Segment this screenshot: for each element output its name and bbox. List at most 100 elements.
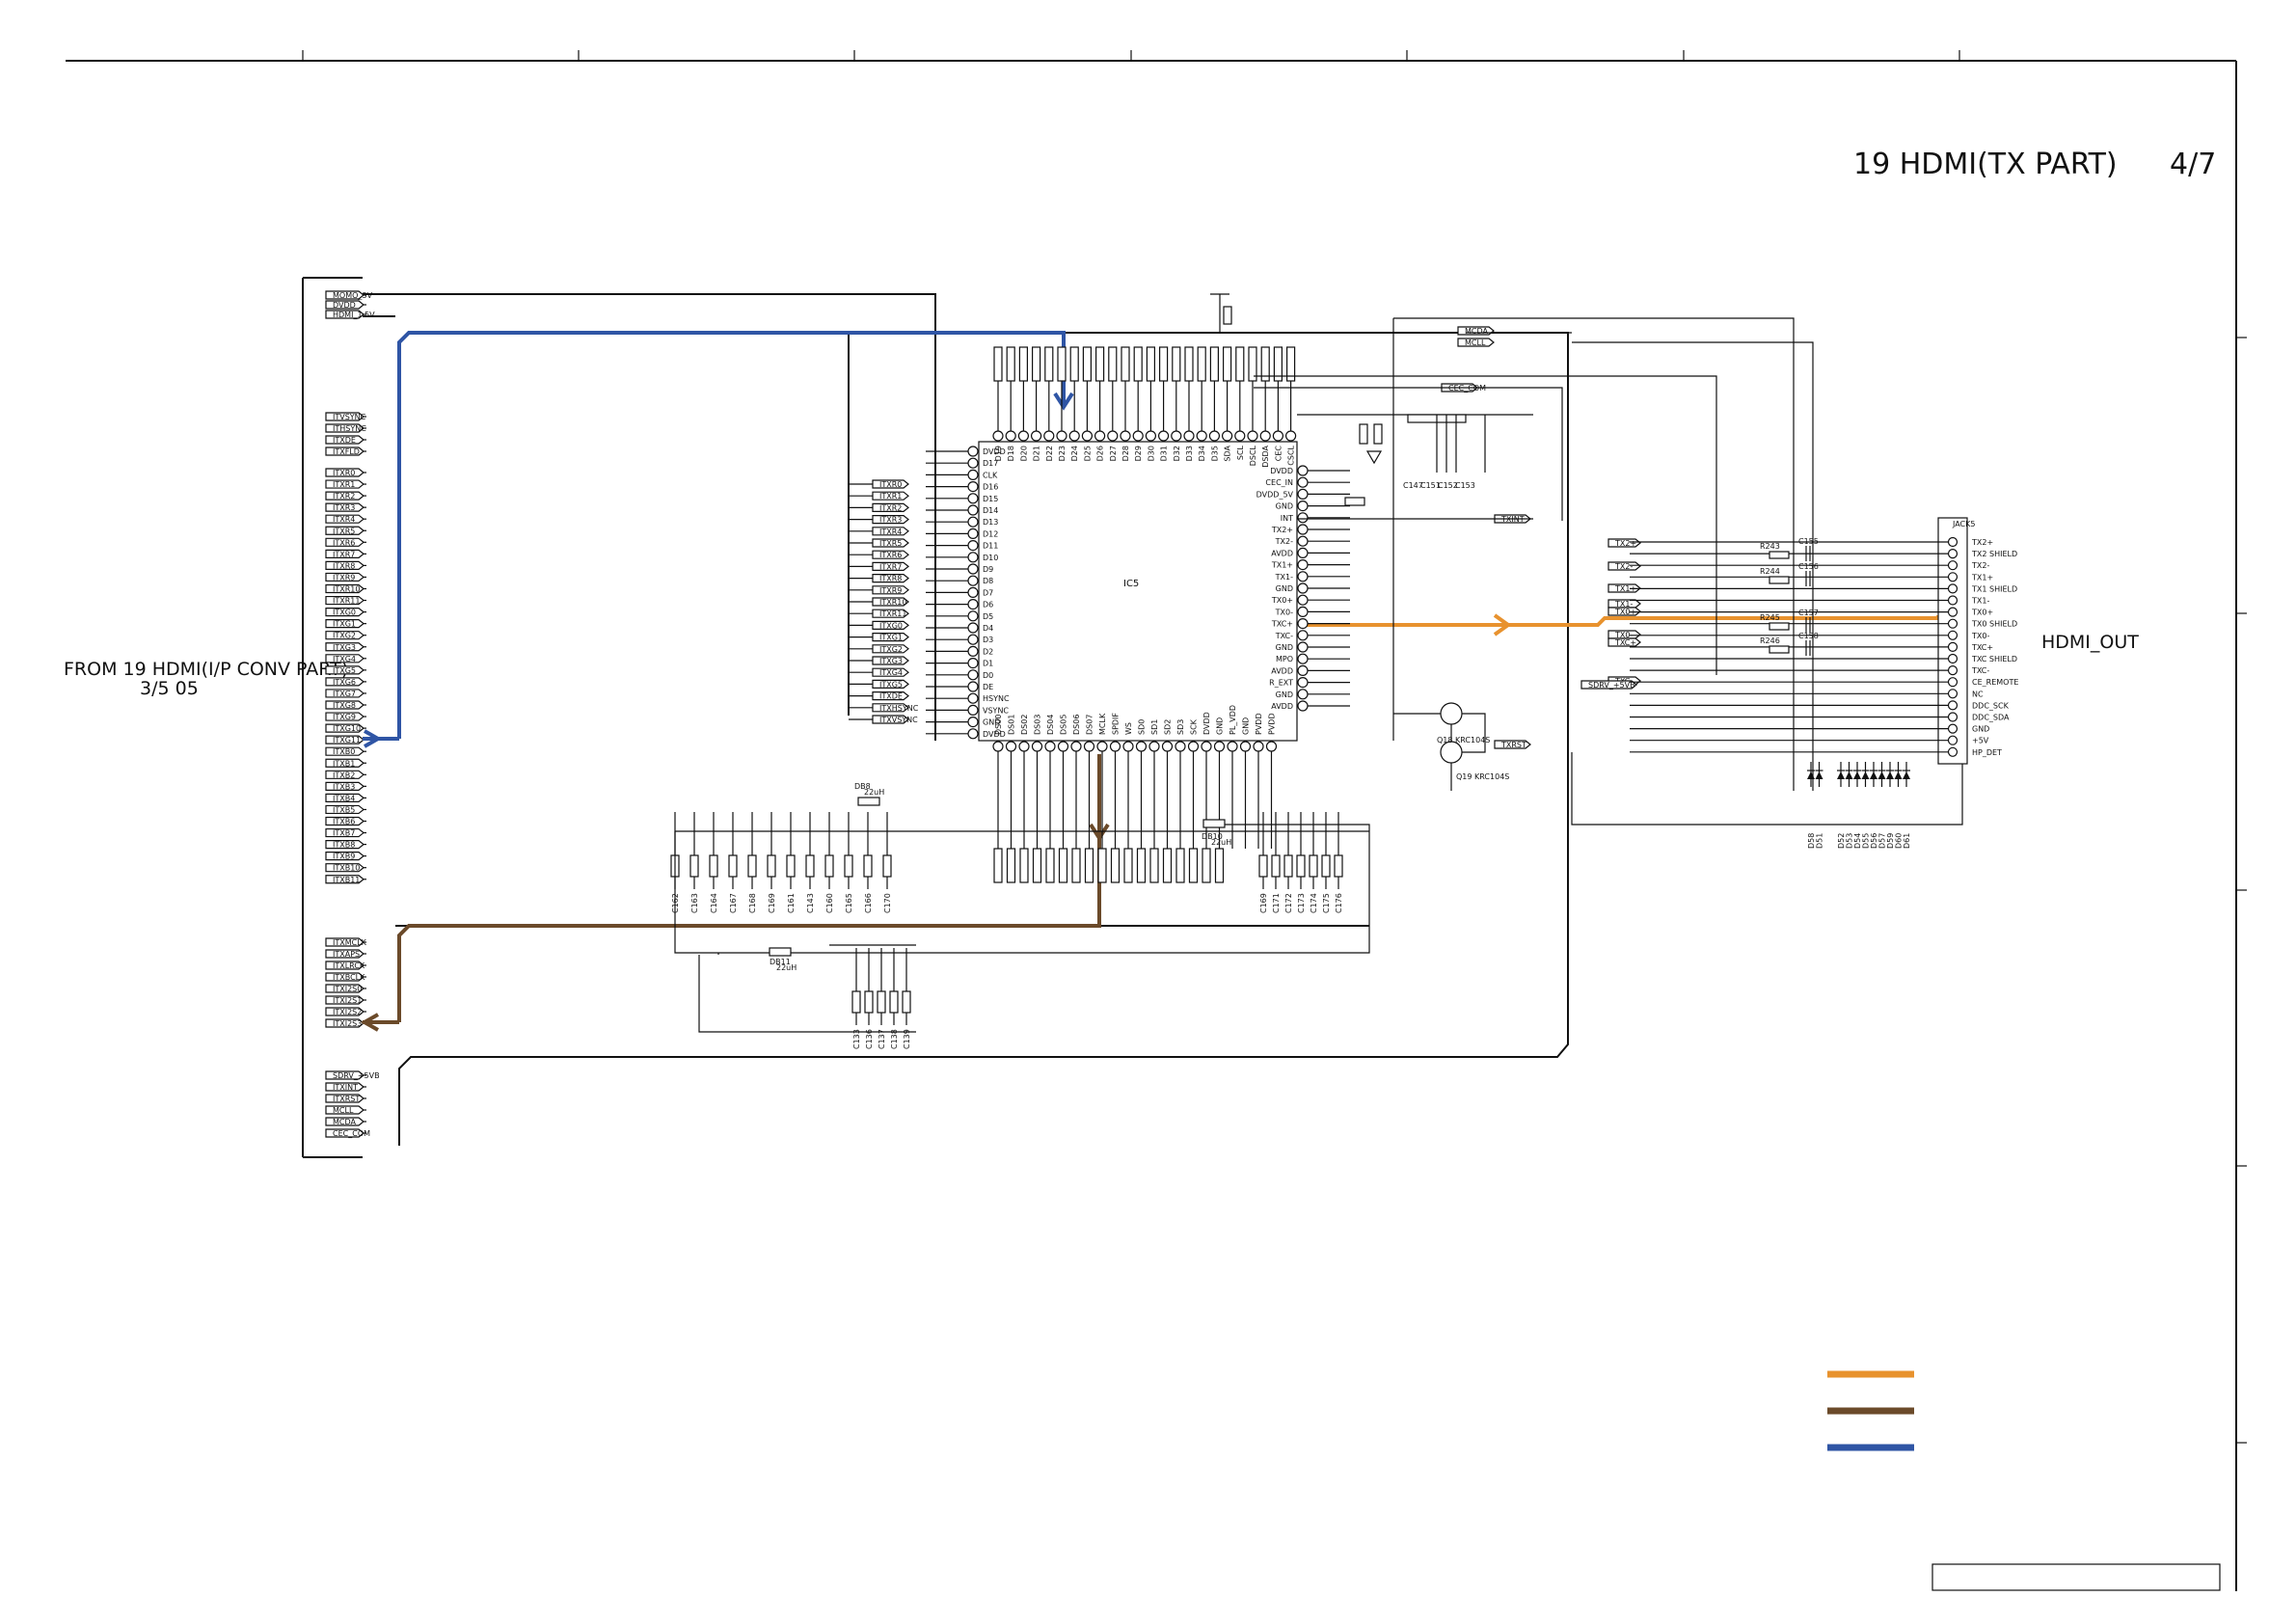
net-itxi2s2: ITXI2S2 [325,1007,365,1016]
net-itxb2-text: ITXB2 [333,771,355,779]
jack-pin-12: CE_REMOTE [1972,678,2018,687]
ic-net-itxg5: ITXG5 [872,679,909,689]
ic-net-itxr1: ITXR1 [872,491,909,501]
ic-pin-top-18: SDA [1224,445,1232,461]
ic-net-itxg4-text: ITXG4 [879,668,903,677]
net-itxr9-text: ITXR9 [333,573,355,582]
cap-c175-5: C175 [1322,893,1331,913]
cap-c169-0: C169 [1259,893,1268,913]
left-audio-nets: ITXMCLKITXAPSITXLRCKITXBCLKITXI2S0ITXI2S… [325,937,367,1028]
net-itxi2s3: ITXI2S3 [325,1018,365,1028]
net-itxlrck: ITXLRCK [325,961,365,970]
ic-pin-left-2: CLK [983,471,998,479]
ic-pin-bottom-9: SPDIF [1112,713,1121,735]
ic-net-itxr3: ITXR3 [872,515,909,525]
transistor-q18 [1440,702,1463,725]
net-itxr6-text: ITXR6 [333,538,355,547]
title-block [1931,1563,2221,1591]
net-itxrst-text: ITXRST [333,1095,360,1103]
ic-pin-left-24: DVDD [983,730,1006,739]
ic-pin-bottom-17: GND [1216,717,1225,735]
net-itxb7-text: ITXB7 [333,829,355,838]
cap-c169-5: C169 [768,893,776,913]
ic-net-itxhsync: ITXHSYNC [872,703,919,713]
net-itxb8: ITXB8 [325,840,365,850]
net-itxb11: ITXB11 [325,875,365,884]
ic-pin-bottom-3: DS03 [1034,715,1042,735]
ferrite-db10 [1202,819,1226,828]
net-itxr5: ITXR5 [325,526,365,535]
ic-net-itxg4: ITXG4 [872,667,909,677]
ic-pin-left-8: D11 [983,542,998,551]
diode-d57: D57 [1878,833,1887,849]
diode-d53: D53 [1846,833,1854,849]
net-itxg7-text: ITXG7 [333,690,356,698]
jack-pin-0: TX2+ [1971,538,1993,547]
ic-pin-left-14: D5 [983,612,993,621]
ic-pin-bottom-20: PVDD [1255,713,1263,735]
net-itxaps-text: ITXAPS [333,950,360,959]
ic-net-itxde: ITXDE [872,691,909,701]
ic-pin-top-15: D33 [1185,446,1194,461]
ic-net-itxg3-text: ITXG3 [879,657,903,665]
cap-c143-7: C143 [806,893,815,913]
net-itxr4-text: ITXR4 [333,515,355,524]
net-itxg8-text: ITXG8 [333,701,356,710]
db10-ref: DB10 [1202,832,1223,841]
ic-pin-right-12: TX0- [1275,608,1293,616]
jack-net-2: TX1+ [1607,583,1641,593]
net-itxg8: ITXG8 [325,700,365,710]
net-itxr0-text: ITXR0 [333,469,355,477]
net-itxg1-text: ITXG1 [333,620,356,629]
net-itxr5-text: ITXR5 [333,527,355,535]
sheet-frame [66,50,2247,1591]
ic-net-itxr10-text: ITXR10 [879,598,906,607]
cap-c147: C147 [1403,481,1423,490]
net-itxr1: ITXR1 [325,479,365,489]
ic-pin-left-22: VSYNC [983,706,1009,715]
jack-pin-7: TX0 SHIELD [1971,620,2017,629]
net-itxlrck-text: ITXLRCK [333,961,365,970]
top-net-4: TXRST [1494,740,1531,749]
net-dvdd-text: DVDD [333,301,356,310]
ic-pin-bottom-5: DS05 [1060,715,1068,735]
ic-pin-bottom-18: PL_VDD [1229,705,1237,735]
net-itxr9: ITXR9 [325,572,365,582]
ic-pin-right-4: INT [1281,514,1293,523]
cap-c152: C152 [1438,481,1458,490]
highlight-trace-brown [363,754,1101,1024]
jack-net-3-text: TX1- [1614,600,1633,609]
net-cec_com: CEC_COM [325,1128,370,1138]
ic-pin-right-8: TX1+ [1271,561,1293,570]
db11-ref: DB11 [770,958,791,966]
ic-pin-top-13: D31 [1160,446,1169,461]
net-itxg6: ITXG6 [325,677,365,687]
ic-pin-left-12: D7 [983,588,993,597]
ic-pin-left-16: D3 [983,636,993,644]
cap-c164-2: C164 [710,893,718,913]
ic-pin-bottom-19: GND [1242,717,1251,735]
ic-pin-bottom-0: DS00 [994,715,1003,735]
ic-net-itxr7-text: ITXR7 [879,562,902,571]
cap-c136-1: C136 [865,1029,874,1049]
left-connector-bracket [302,277,363,1158]
ic5-body [978,441,1298,742]
ic-pin-top-8: D26 [1096,446,1105,461]
cap-c160-8: C160 [825,893,834,913]
ic-pin-bottom-2: DS02 [1020,715,1029,735]
cap-c137-2: C137 [878,1029,886,1049]
ic-pin-top-20: DSCL [1249,445,1257,466]
q19-label: Q19 KRC104S [1456,772,1509,781]
net-itxr2-text: ITXR2 [333,492,355,501]
ic-pin-top-10: D28 [1121,446,1130,461]
net-momo_3v: MOMO_3V [325,290,372,300]
ic-pin-top-6: D24 [1070,446,1079,461]
ic-pin-right-9: TX1- [1275,573,1293,582]
net-hdmi_1.5v-text: HDMI_1.5V [333,311,375,319]
transistors [1393,702,1486,791]
